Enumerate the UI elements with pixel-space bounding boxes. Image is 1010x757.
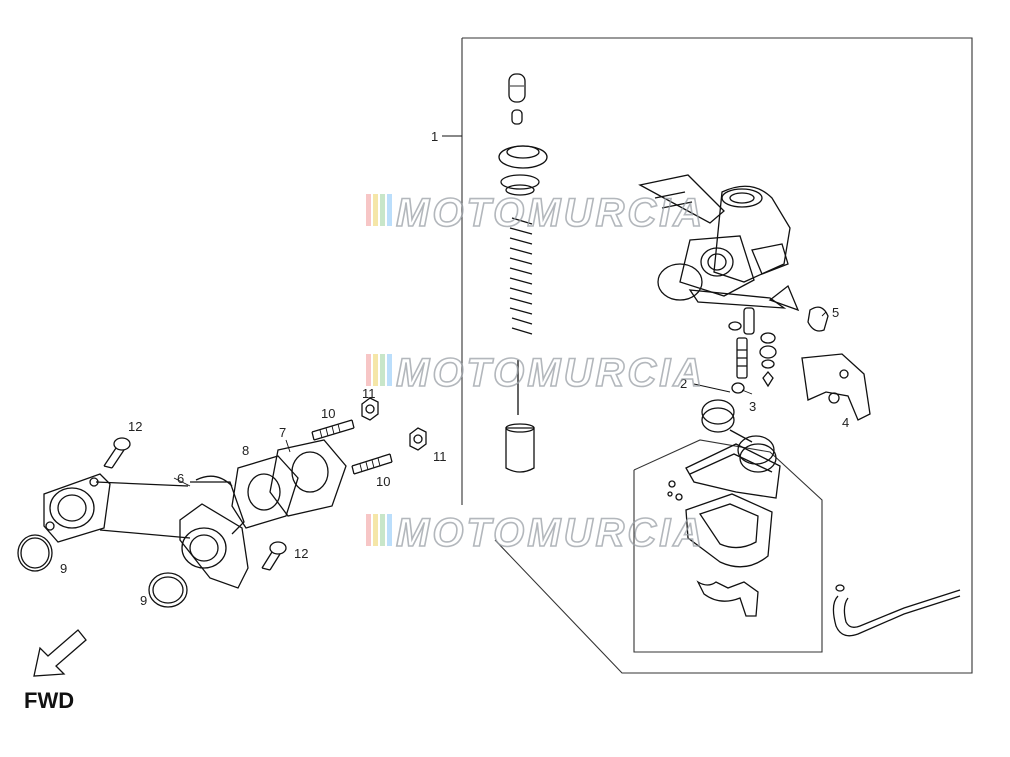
callout-10-top: 10: [321, 406, 335, 421]
watermark-text-bottom: MOTOMURCIA: [396, 511, 705, 555]
callout-9-right: 9: [140, 593, 147, 608]
jets-group: [728, 307, 777, 394]
callout-7: 7: [279, 425, 286, 440]
callout-12-top: 12: [128, 419, 142, 434]
studs-and-nuts: [311, 397, 427, 475]
callout-5: 5: [832, 305, 839, 320]
intake-manifold: [17, 473, 249, 608]
callout-11-right: 11: [433, 449, 447, 464]
watermark-text-top: MOTOMURCIA: [396, 191, 705, 235]
gaskets-7-8: [231, 439, 347, 529]
drain-tube: [832, 584, 961, 637]
callout-1: 1: [431, 129, 438, 144]
carburetor-body: [638, 174, 800, 312]
callout-3: 3: [749, 399, 756, 414]
watermark-text-middle: MOTOMURCIA: [396, 351, 705, 395]
watermark-top: MOTOMURCIA: [366, 190, 705, 236]
callout-4: 4: [842, 415, 849, 430]
callout-8: 8: [242, 443, 249, 458]
carburetor-assembly-frame: [442, 37, 973, 674]
float-and-bowl: [667, 399, 781, 617]
leader-lines: [173, 311, 827, 487]
callout-10-bottom: 10: [376, 474, 390, 489]
bolts-12: [103, 437, 287, 571]
watermark-bottom: MOTOMURCIA: [366, 510, 705, 556]
choke-clip-and-bracket: [801, 306, 871, 421]
fwd-label: FWD: [24, 688, 74, 713]
float-bowl-frame: [633, 439, 823, 653]
callout-12-bottom: 12: [294, 546, 308, 561]
callout-11-top: 11: [362, 386, 376, 401]
throttle-slide-stack: [498, 73, 548, 473]
watermark-middle: MOTOMURCIA: [366, 350, 705, 396]
callout-6: 6: [177, 471, 184, 486]
callout-labels: 1 2 3 4 5 6 7 8 9 9 10 10 11 11 12 12: [60, 129, 849, 608]
callout-9-left: 9: [60, 561, 67, 576]
forward-arrow-icon: [33, 629, 87, 677]
callout-2: 2: [680, 376, 687, 391]
